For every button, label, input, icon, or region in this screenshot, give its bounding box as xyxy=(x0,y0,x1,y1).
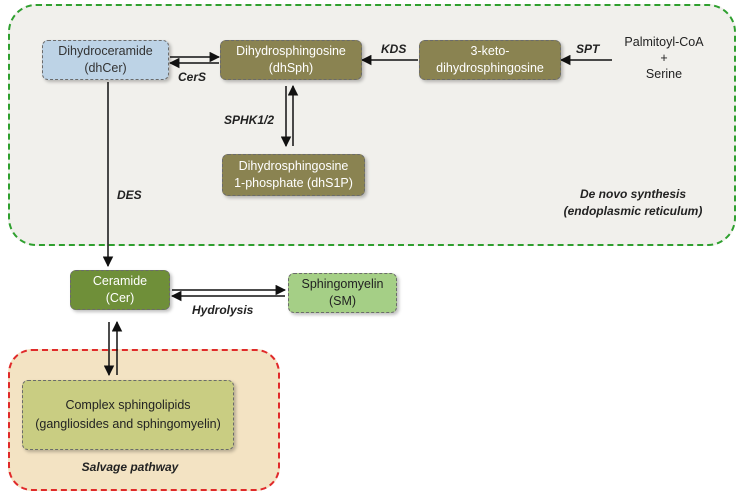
process-label-hydrolysis: Hydrolysis xyxy=(192,303,254,317)
node-dihydroceramide: Dihydroceramide (dhCer) xyxy=(42,40,169,80)
de-novo-label-line1: De novo synthesis xyxy=(579,187,687,201)
node-dihydrosphingosine-1-phosphate: Dihydrosphingosine 1-phosphate (dhS1P) xyxy=(222,154,365,196)
node-complex-line2: (gangliosides and sphingomyelin) xyxy=(35,417,221,431)
node-3-keto-dihydrosphingosine: 3-keto- dihydrosphingosine xyxy=(419,40,561,80)
node-3-keto-line1: 3-keto- xyxy=(470,44,510,58)
substrate-plus: + xyxy=(660,51,668,65)
node-complex-sphingolipids: Complex sphingolipids (gangliosides and … xyxy=(22,380,234,450)
node-dihydroceramide-line1: Dihydroceramide xyxy=(58,44,153,58)
de-novo-synthesis-label: De novo synthesis (endoplasmic reticulum… xyxy=(546,186,720,220)
node-sphingomyelin: Sphingomyelin (SM) xyxy=(288,273,397,313)
node-sphingomyelin-line1: Sphingomyelin xyxy=(301,277,384,291)
node-3-keto-line2: dihydrosphingosine xyxy=(436,61,544,75)
node-ceramide: Ceramide (Cer) xyxy=(70,270,170,310)
substrates-palmitoyl-coa-serine: Palmitoyl-CoA + Serine xyxy=(614,34,714,82)
node-dihydrosphingosine-line1: Dihydrosphingosine xyxy=(236,44,346,58)
enzyme-label-des: DES xyxy=(117,188,142,202)
enzyme-label-spt: SPT xyxy=(576,42,600,56)
substrate-palmitoyl-coa: Palmitoyl-CoA xyxy=(624,35,704,49)
node-dhs1p-line2: 1-phosphate (dhS1P) xyxy=(234,176,353,190)
node-complex-line1: Complex sphingolipids xyxy=(65,398,191,412)
node-ceramide-line1: Ceramide xyxy=(92,274,148,288)
node-dihydroceramide-line2: (dhCer) xyxy=(84,61,127,75)
salvage-pathway-label: Salvage pathway xyxy=(81,460,179,474)
node-ceramide-line2: (Cer) xyxy=(105,291,135,305)
node-dihydrosphingosine-line2: (dhSph) xyxy=(268,61,314,75)
node-dhs1p-line1: Dihydrosphingosine xyxy=(238,159,349,173)
enzyme-label-sphk: SPHK1/2 xyxy=(224,113,275,127)
de-novo-label-line2: (endoplasmic reticulum) xyxy=(563,204,703,218)
enzyme-label-kds: KDS xyxy=(381,42,407,56)
node-sphingomyelin-line2: (SM) xyxy=(328,294,357,308)
enzyme-label-cers: CerS xyxy=(178,70,207,84)
substrate-serine: Serine xyxy=(645,67,683,81)
node-dihydrosphingosine: Dihydrosphingosine (dhSph) xyxy=(220,40,362,80)
